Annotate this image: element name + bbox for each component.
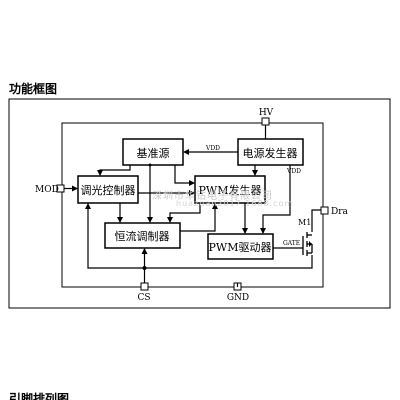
- section-title: 功能框图: [9, 82, 58, 96]
- pin-cs-square: [140, 282, 149, 291]
- block-reference: [122, 138, 184, 166]
- pin-cs-label: CS: [137, 293, 150, 303]
- pin-hv-label: HV: [259, 108, 274, 118]
- block-cc-mod: [104, 222, 181, 249]
- block-reference-label: 基准源: [137, 146, 170, 160]
- pin-mod-label: MOD: [35, 185, 59, 195]
- block-pwm-drv-label: PWM驱动器: [209, 241, 272, 254]
- vdd-label-right: VDD: [286, 168, 301, 175]
- block-pwm-gen-label: PWM发生器: [199, 183, 262, 197]
- pin-gnd-label: GND: [227, 293, 249, 303]
- next-section-title: 引脚排列图: [9, 392, 70, 400]
- gate-label: GATE: [283, 240, 300, 247]
- outer-frame: [8, 98, 391, 309]
- pin-drain-square: [320, 206, 329, 215]
- block-cc-mod-label: 恒流调制器: [115, 229, 170, 243]
- block-dimming-ctrl-label: 调光控制器: [81, 183, 136, 197]
- watermark-line-2: huazuan2017.1688.com: [176, 199, 294, 208]
- block-power-gen-label: 电源发生器: [243, 146, 298, 160]
- block-dimming-ctrl: [77, 175, 139, 204]
- mosfet-label: M1: [298, 218, 311, 227]
- wires: [64, 125, 321, 287]
- vdd-label-top: VDD: [205, 145, 220, 152]
- watermark-line-1: 深圳市华钻电子有限公司: [152, 191, 273, 202]
- block-pwm-drv: [207, 233, 274, 260]
- pin-drain-label: Dra: [331, 207, 349, 217]
- junction-dots: [142, 163, 152, 270]
- block-power-gen: [237, 138, 304, 166]
- chip-boundary: [61, 122, 324, 288]
- mosfet-icon: [302, 232, 313, 256]
- pin-hv-square: [261, 117, 270, 126]
- block-pwm-gen: [194, 175, 266, 204]
